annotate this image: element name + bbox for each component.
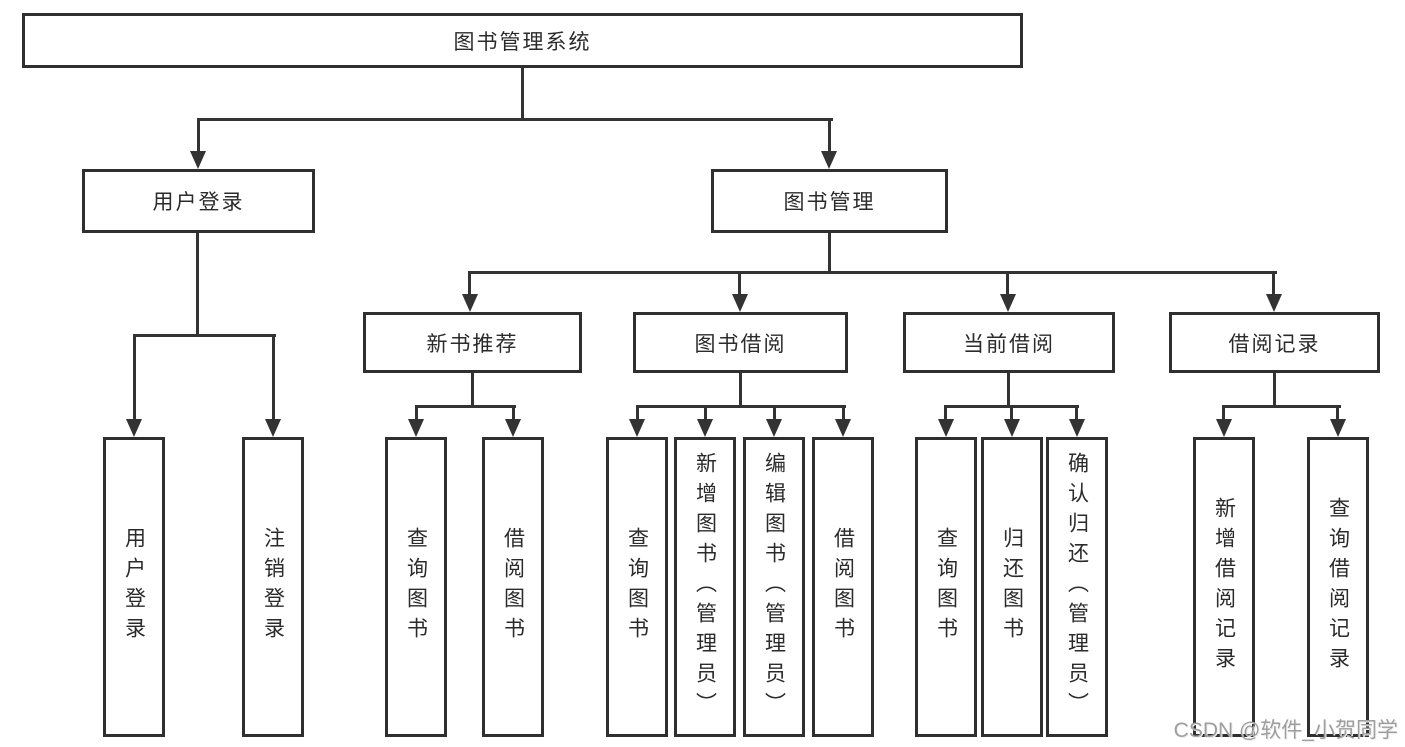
connector-line <box>197 118 833 121</box>
connector-line <box>1222 405 1225 421</box>
root-node-label: 图书管理系统 <box>453 30 592 54</box>
arrow-down-icon <box>265 419 281 437</box>
connector-line <box>196 233 199 337</box>
connector-line <box>133 334 276 337</box>
leaf-borrow-add-admin-label: 新增图书（管理员） <box>693 452 717 722</box>
connector-line <box>471 373 474 408</box>
arrow-down-icon <box>126 419 142 437</box>
book-borrow-label: 图书借阅 <box>694 332 787 356</box>
connector-line <box>197 118 200 154</box>
leaf-borrow-borrow: 借阅图书 <box>812 437 874 737</box>
leaf-current-query: 查询图书 <box>915 437 977 737</box>
arrow-down-icon <box>732 294 748 312</box>
arrow-down-icon <box>408 419 424 437</box>
connector-line <box>1336 405 1339 421</box>
book-borrow-node: 图书借阅 <box>633 312 848 373</box>
connector-line <box>1273 373 1276 408</box>
connector-line <box>739 373 742 408</box>
leaf-borrow-query: 查询图书 <box>606 437 668 737</box>
leaf-borrow-edit-admin: 编辑图书（管理员） <box>743 437 805 737</box>
arrow-down-icon <box>766 419 782 437</box>
leaf-record-query-label: 查询借阅记录 <box>1326 497 1350 677</box>
leaf-current-query-label: 查询图书 <box>934 527 958 647</box>
connector-line <box>1272 271 1275 296</box>
connector-line <box>704 405 707 421</box>
arrow-down-icon <box>1216 419 1232 437</box>
leaf-borrow-query-label: 查询图书 <box>625 527 649 647</box>
arrow-down-icon <box>505 419 521 437</box>
arrow-down-icon <box>462 294 478 312</box>
leaf-newbook-query: 查询图书 <box>385 437 447 737</box>
arrow-down-icon <box>1266 294 1282 312</box>
connector-line <box>470 271 1277 274</box>
arrow-down-icon <box>1069 419 1085 437</box>
leaf-logout-label: 注销登录 <box>261 527 285 647</box>
book-management-node: 图书管理 <box>711 169 948 233</box>
leaf-current-confirm-admin-label: 确认归还（管理员） <box>1065 452 1089 722</box>
leaf-borrow-edit-admin-label: 编辑图书（管理员） <box>762 452 786 722</box>
connector-line <box>636 405 639 421</box>
connector-line <box>415 405 516 408</box>
connector-line <box>738 271 741 296</box>
connector-line <box>828 233 831 274</box>
borrow-record-node: 借阅记录 <box>1169 312 1380 373</box>
connector-line <box>1007 373 1010 408</box>
arrow-down-icon <box>1004 419 1020 437</box>
connector-line <box>636 405 846 408</box>
leaf-borrow-add-admin: 新增图书（管理员） <box>674 437 736 737</box>
current-borrow-label: 当前借阅 <box>963 332 1055 356</box>
connector-line <box>272 334 275 421</box>
leaf-newbook-query-label: 查询图书 <box>404 527 428 647</box>
arrow-down-icon <box>190 151 206 169</box>
leaf-current-return: 归还图书 <box>981 437 1043 737</box>
connector-line <box>512 405 515 421</box>
borrow-record-label: 借阅记录 <box>1228 332 1321 356</box>
current-borrow-node: 当前借阅 <box>903 312 1115 373</box>
connector-line <box>1006 271 1009 296</box>
leaf-current-return-label: 归还图书 <box>1000 527 1024 647</box>
leaf-record-add-label: 新增借阅记录 <box>1212 497 1236 677</box>
connector-line <box>415 405 418 421</box>
arrow-down-icon <box>1000 294 1016 312</box>
user-login-node-label: 用户登录 <box>152 191 245 214</box>
connector-line <box>828 118 831 154</box>
arrow-down-icon <box>821 151 837 169</box>
arrow-down-icon <box>1330 419 1346 437</box>
connector-line <box>521 68 524 121</box>
csdn-watermark: CSDN @软件_小贺同学 <box>1173 719 1398 742</box>
new-book-recommend-node: 新书推荐 <box>363 312 582 373</box>
arrow-down-icon <box>697 419 713 437</box>
new-book-recommend-label: 新书推荐 <box>426 332 519 356</box>
user-login-node: 用户登录 <box>82 169 315 233</box>
leaf-newbook-borrow-label: 借阅图书 <box>501 527 525 647</box>
connector-line <box>1010 405 1013 421</box>
arrow-down-icon <box>835 419 851 437</box>
leaf-newbook-borrow: 借阅图书 <box>482 437 544 737</box>
root-node: 图书管理系统 <box>22 13 1023 68</box>
book-management-node-label: 图书管理 <box>783 191 876 214</box>
connector-line <box>842 405 845 421</box>
leaf-record-add: 新增借阅记录 <box>1193 437 1255 737</box>
connector-line <box>773 405 776 421</box>
leaf-current-confirm-admin: 确认归还（管理员） <box>1046 437 1108 737</box>
leaf-logout: 注销登录 <box>242 437 304 737</box>
arrow-down-icon <box>629 419 645 437</box>
connector-line <box>133 334 136 421</box>
connector-line <box>468 271 471 296</box>
leaf-user-login-label: 用户登录 <box>122 527 146 647</box>
leaf-record-query: 查询借阅记录 <box>1307 437 1369 737</box>
arrow-down-icon <box>938 419 954 437</box>
leaf-user-login: 用户登录 <box>103 437 165 737</box>
connector-line <box>1075 405 1078 421</box>
connector-line <box>1222 405 1341 408</box>
connector-line <box>944 405 947 421</box>
leaf-borrow-borrow-label: 借阅图书 <box>831 527 855 647</box>
